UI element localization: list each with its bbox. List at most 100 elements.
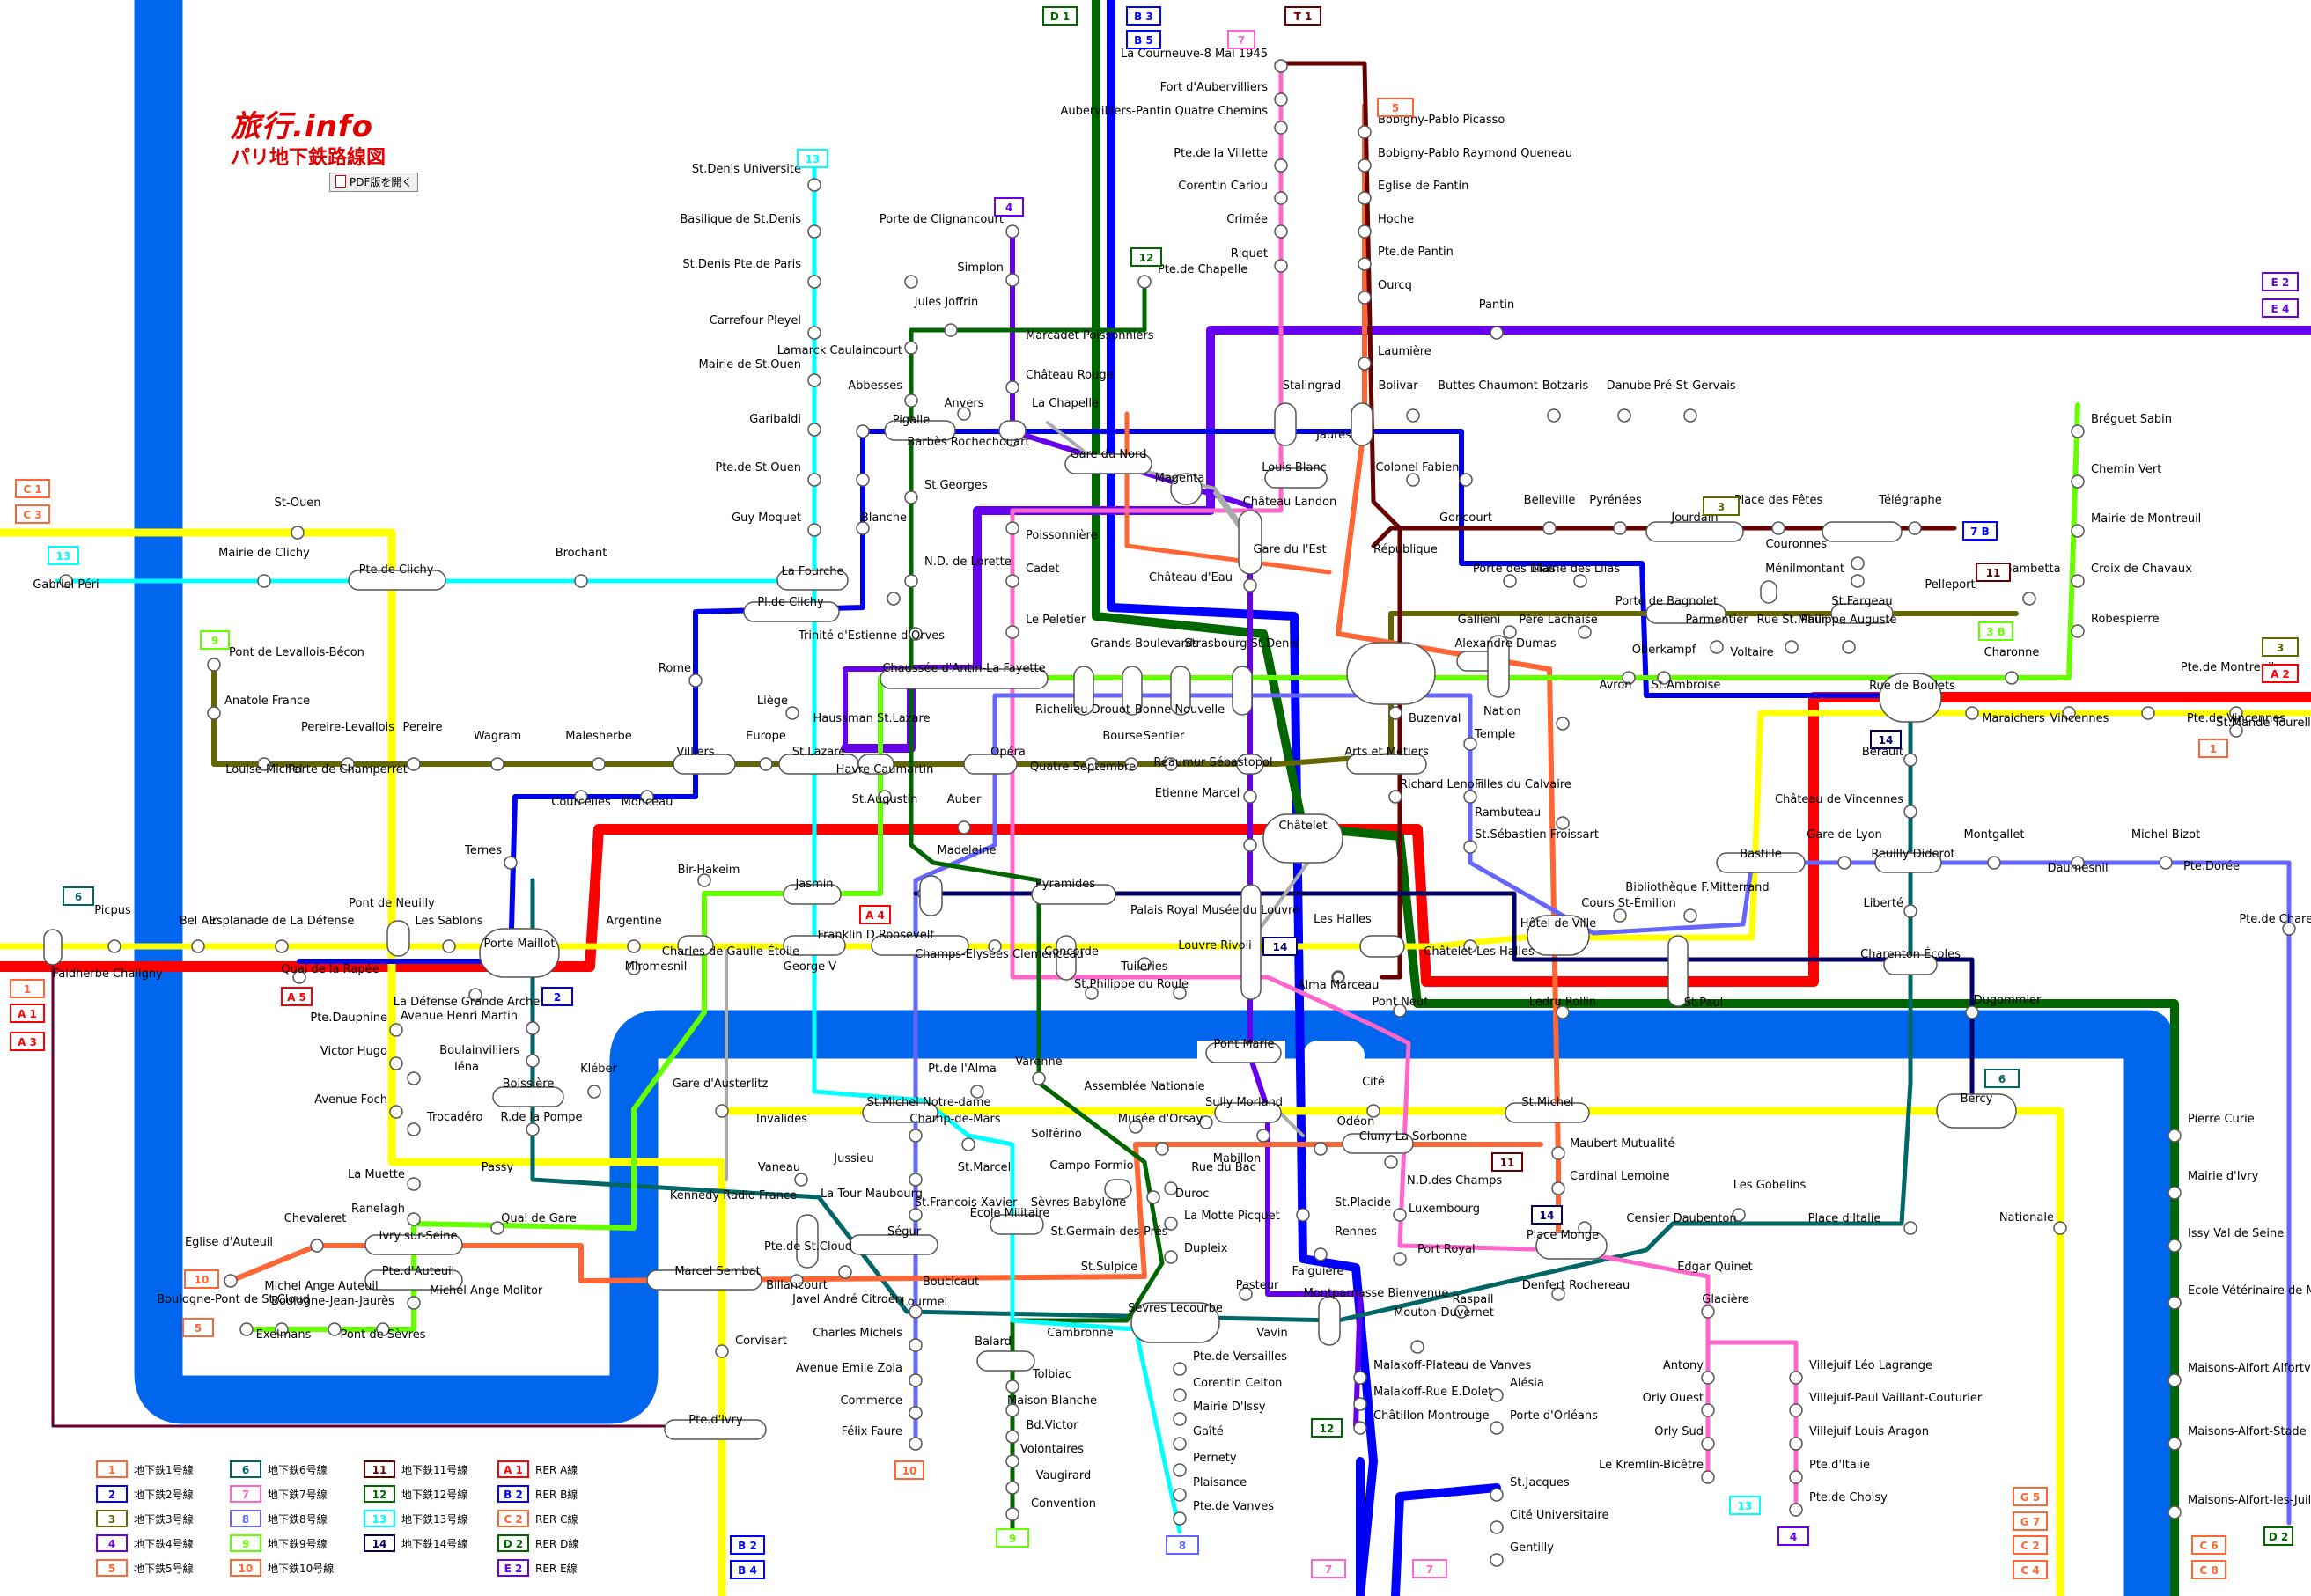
station-label[interactable]: Trocadéro [426, 1111, 482, 1124]
station-label[interactable]: Bibliothèque F.Mitterrand [1625, 881, 1769, 894]
station-label[interactable]: Issy Val de Seine [2188, 1227, 2284, 1240]
station-label[interactable]: Bastille [1740, 848, 1782, 861]
station-label[interactable]: Musée d'Orsay [1118, 1113, 1203, 1126]
station-label[interactable]: N.D. de Lorette [924, 555, 1012, 569]
station-label[interactable]: Ternes [464, 844, 502, 857]
station-label[interactable]: Rambuteau [1475, 806, 1541, 820]
station-label[interactable]: Pte.de St.Ouen [715, 461, 801, 474]
station-label[interactable]: Rue de Boulets [1869, 680, 1955, 693]
station-label[interactable]: Charles Michels [813, 1327, 902, 1340]
station-label[interactable]: Orly Ouest [1643, 1392, 1704, 1405]
station-label[interactable]: Temple [1474, 728, 1515, 741]
station-label[interactable]: Blanche [861, 511, 907, 525]
station-label[interactable]: Basilique de St.Denis [680, 213, 801, 226]
station-label[interactable]: Richard Lenoir [1400, 778, 1483, 791]
station-label[interactable]: Concorde [1044, 945, 1099, 959]
station-label[interactable]: Lourmel [902, 1296, 948, 1309]
station-label[interactable]: Passy [482, 1161, 514, 1174]
station-label[interactable]: Orly Sud [1654, 1425, 1704, 1438]
station-label[interactable]: Franklin D.Roosevelt [818, 929, 935, 942]
station-label[interactable]: Botzaris [1542, 379, 1589, 393]
station-label[interactable]: Sèvres Babylone [1031, 1196, 1127, 1210]
station-label[interactable]: Félix Faure [842, 1425, 902, 1438]
station-label[interactable]: St.Placide [1335, 1196, 1391, 1210]
station-label[interactable]: Fort d'Aubervilliers [1160, 81, 1269, 94]
station-label[interactable]: Strasbourg St.Denis [1184, 637, 1299, 651]
station-label[interactable]: Vavin [1256, 1327, 1287, 1340]
station-label[interactable]: Pré-St-Gervais [1653, 379, 1736, 393]
station-label[interactable]: St.Francois-Xavier [915, 1196, 1018, 1210]
station-label[interactable]: Esplanade de La Défense [210, 915, 355, 928]
station-label[interactable]: Montparnasse Bienvenue [1304, 1287, 1449, 1300]
station-label[interactable]: Pte.de Vanves [1193, 1500, 1274, 1513]
station-label[interactable]: Place d'Italie [1808, 1212, 1881, 1225]
station-label[interactable]: Alexandre Dumas [1454, 637, 1556, 651]
station-label[interactable]: Porte d'Orléans [1510, 1409, 1598, 1423]
station-label[interactable]: Jasmin [794, 878, 833, 891]
station-label[interactable]: Quai de la Rapée [281, 963, 379, 976]
station-label[interactable]: Liège [757, 695, 788, 708]
station-label[interactable]: Goncourt [1439, 511, 1492, 525]
station-label[interactable]: Grands Boulevards [1090, 637, 1199, 651]
station-label[interactable]: Michel Ange Auteuil [264, 1280, 378, 1293]
station-label[interactable]: Denfert Rochereau [1522, 1279, 1630, 1292]
station-label[interactable]: St.Sébastien Froissart [1475, 828, 1599, 842]
station-label[interactable]: Villejuif Léo Lagrange [1809, 1359, 1932, 1372]
station-label[interactable]: Stalingrad [1283, 379, 1342, 393]
station-label[interactable]: Pt.de l'Alma [928, 1063, 997, 1076]
station-label[interactable]: Le Peletier [1026, 614, 1086, 627]
station-label[interactable]: Gabriel Péri [33, 578, 99, 592]
station-label[interactable]: St.Michel [1521, 1096, 1573, 1109]
station-label[interactable]: Maisons-Alfort Alfortville [2188, 1362, 2311, 1375]
station-label[interactable]: Europe [746, 730, 786, 743]
station-label[interactable]: St.Michel Notre-dame [867, 1096, 991, 1109]
station-label[interactable]: Cadet [1026, 563, 1059, 576]
station-label[interactable]: Malesherbe [565, 730, 631, 743]
station-label[interactable]: Duroc [1175, 1188, 1209, 1201]
station-label[interactable]: Alésia [1510, 1377, 1544, 1390]
station-label[interactable]: Richelieu Drouot [1035, 703, 1130, 717]
station-label[interactable]: Haussman St.Lazare [813, 712, 930, 725]
station-label[interactable]: Pte.d'Auteuil [382, 1265, 455, 1278]
station-label[interactable]: Château Landon [1243, 496, 1337, 509]
station-label[interactable]: Vincennes [2050, 712, 2109, 725]
station-label[interactable]: Michel Bizot [2131, 828, 2200, 842]
station-label[interactable]: Châtelet-Les Halles [1424, 945, 1535, 959]
station-label[interactable]: Anatole France [224, 695, 310, 708]
station-label[interactable]: Château de Vincennes [1775, 793, 1903, 806]
station-label[interactable]: Balard [975, 1335, 1012, 1349]
station-label[interactable]: Château d'Eau [1149, 571, 1233, 585]
station-label[interactable]: Faidherbe Chaligny [53, 967, 163, 981]
station-label[interactable]: Ivry sur-Seine [379, 1230, 457, 1243]
station-label[interactable]: Auber [947, 793, 982, 806]
station-label[interactable]: Pyramides [1035, 878, 1095, 891]
station-label[interactable]: Havre Caumartin [836, 763, 934, 776]
station-label[interactable]: Avenue Emile Zola [796, 1362, 902, 1375]
station-label[interactable]: Pte.de Pantin [1378, 246, 1454, 259]
station-label[interactable]: Porte de Clignancourt [880, 213, 1004, 226]
station-label[interactable]: Pont de Levallois-Bécon [229, 646, 364, 659]
station-label[interactable]: Michel Ange Molitor [430, 1284, 543, 1298]
station-label[interactable]: Gare du l'Est [1253, 543, 1326, 556]
station-label[interactable]: Avron [1599, 679, 1631, 692]
station-label[interactable]: Filles du Calvaire [1475, 778, 1571, 791]
station-label[interactable]: Bobigny-Pablo Raymond Queneau [1378, 147, 1572, 160]
station-label[interactable]: R.de la Pompe [500, 1111, 582, 1124]
station-label[interactable]: Trinité d'Estienne d'Orves [798, 629, 945, 643]
station-label[interactable]: La Motte Picquet [1184, 1210, 1280, 1223]
station-label[interactable]: Daumesnil [2047, 862, 2108, 875]
station-label[interactable]: Falguière [1292, 1265, 1343, 1278]
station-label[interactable]: Picpus [94, 904, 131, 917]
station-label[interactable]: Kléber [580, 1063, 617, 1076]
station-label[interactable]: Plaisance [1193, 1476, 1247, 1489]
station-label[interactable]: République [1373, 543, 1438, 556]
station-label[interactable]: St.Jacques [1510, 1476, 1570, 1489]
station-label[interactable]: Pte.de la Villette [1174, 147, 1268, 160]
station-label[interactable]: Bonne Nouvelle [1135, 703, 1225, 717]
station-label[interactable]: Porte Maillot [484, 938, 556, 951]
station-label[interactable]: Marcel Sembat [674, 1265, 760, 1278]
station-label[interactable]: Charles de Gaulle-Étoile [662, 945, 799, 959]
station-label[interactable]: Solférino [1031, 1128, 1082, 1141]
station-label[interactable]: Mabillon [1213, 1152, 1261, 1166]
station-label[interactable]: Mairie des Lilas [1532, 563, 1620, 576]
